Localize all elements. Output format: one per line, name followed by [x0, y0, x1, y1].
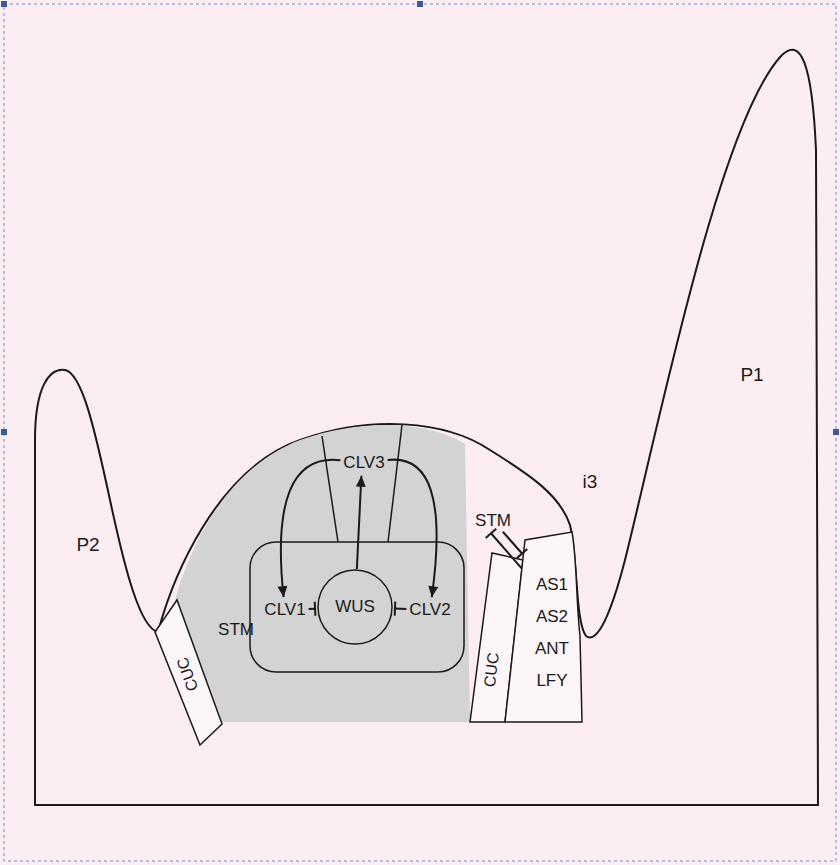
inhibition-bar: [314, 602, 317, 616]
primordium-label: i3: [583, 471, 598, 493]
primordium-label: P2: [76, 534, 99, 556]
boundary-band: CUC: [470, 553, 523, 722]
gene-label: CLV2: [409, 600, 450, 620]
activation-arrow: [281, 460, 341, 597]
meristem-outline: [35, 50, 818, 805]
wus-circle: WUS: [317, 569, 393, 645]
meristem-zone-outline: [175, 425, 470, 722]
gene-label: AS2: [536, 607, 568, 627]
leaf-gene-band-outline: [505, 532, 582, 722]
activation-arrow: [357, 476, 362, 569]
activation-arrow: [388, 460, 437, 598]
gene-label: CUC: [481, 652, 503, 689]
leaf-gene-band: AS1AS2ANT LFY: [505, 530, 582, 722]
organizing-center: [250, 542, 464, 672]
central-zone-line: [322, 436, 338, 542]
text-holder: ANT: [535, 639, 569, 659]
boundary-band-shape: [470, 553, 523, 722]
gene-label: LFY: [536, 671, 567, 691]
text-holder: LFY: [536, 671, 567, 691]
text-holder: WUS: [335, 597, 375, 617]
primordium-label: P1: [740, 364, 763, 386]
gene-label: STM: [218, 620, 254, 640]
boundary-band-outline: [155, 600, 222, 745]
gene-label: CLV3: [340, 452, 387, 474]
text-holder: CUC: [173, 655, 202, 694]
arrow-head: [428, 586, 438, 598]
inhibition-line: [395, 608, 406, 610]
frame-handle: [1, 429, 7, 435]
text-holder: CUC: [481, 652, 503, 689]
arrow-head: [277, 586, 287, 597]
meristem-zone: STM CLV3CLV1 WUS CLV2: [175, 418, 475, 724]
selection-frame: [4, 4, 836, 861]
frame-handle: [833, 429, 839, 435]
text-holder: AS1: [536, 575, 568, 595]
meristem-zone-shape: [175, 418, 475, 724]
inhibition-bar: [394, 602, 397, 616]
gene-label: CLV1: [261, 599, 308, 621]
central-zone-line: [388, 425, 402, 542]
text-holder: STM: [218, 620, 254, 640]
gene-label: WUS: [335, 597, 375, 617]
inhibition-line: [491, 533, 522, 568]
text-holder: P1: [740, 364, 763, 386]
gene-label: CLV1: [264, 600, 305, 620]
text-holder: AS2: [536, 607, 568, 627]
boundary-band: CUC: [155, 600, 222, 745]
gene-label: STM: [475, 511, 511, 531]
gene-label: STM: [472, 510, 514, 532]
frame-handle: [417, 1, 423, 7]
frame-handle: [1, 1, 7, 7]
gene-label: ANT: [535, 639, 569, 659]
inhibition-bar: [517, 549, 528, 558]
arrow-head: [356, 476, 366, 487]
gene-label: AS1: [536, 575, 568, 595]
text-holder: P2: [76, 534, 99, 556]
text-holder: i3: [583, 471, 598, 493]
wus-outline: [318, 570, 392, 644]
gene-label: CUC: [173, 655, 202, 694]
gene-label: CLV3: [343, 453, 384, 473]
gene-label: CLV2: [406, 599, 453, 621]
boundary-band-outline: [470, 553, 523, 722]
